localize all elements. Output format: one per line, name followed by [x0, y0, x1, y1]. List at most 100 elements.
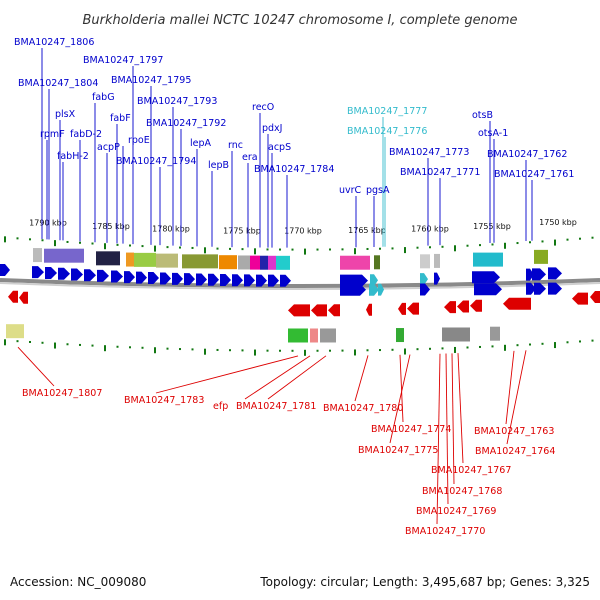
gene-label: BMA10247_1792 — [146, 118, 226, 129]
label-leader — [389, 354, 411, 444]
gene-arrow-forward — [58, 267, 70, 280]
tick-mark — [54, 240, 56, 247]
tick-mark — [254, 349, 256, 356]
tick-mark — [366, 349, 369, 352]
gene-arrow-reverse — [311, 304, 327, 317]
tick-mark — [129, 244, 131, 247]
gene-arrow-reverse — [572, 292, 588, 305]
tick-mark — [166, 347, 169, 350]
gene-label: BMA10247_1770 — [405, 526, 485, 537]
gene-arrow-forward — [244, 274, 255, 287]
tick-mark — [216, 348, 219, 351]
gene-label: fabG — [92, 92, 115, 103]
gene-label: BMA10247_1804 — [18, 78, 98, 89]
gene-arrow-forward — [474, 283, 502, 296]
gene-arrow-forward — [280, 274, 291, 287]
gene-arrow-reverse — [457, 300, 469, 313]
label-leader — [354, 355, 369, 402]
gene-label: lepA — [190, 138, 212, 149]
gene-label: BMA10247_1762 — [487, 149, 567, 160]
chromosome-backbone — [0, 278, 600, 288]
gene-label: fabF — [110, 113, 131, 124]
cog-band — [442, 327, 470, 342]
gene-label: rpmF — [40, 129, 65, 140]
gene-label: era — [242, 152, 258, 163]
gene-arrow-reverse — [328, 304, 340, 317]
kbp-label: 1785 kbp — [92, 222, 130, 231]
tick-mark — [16, 340, 19, 343]
gene-arrow-forward — [196, 273, 207, 286]
tick-mark — [291, 349, 294, 352]
cog-band — [126, 252, 134, 267]
tick-mark — [591, 339, 594, 342]
gene-label: recO — [252, 102, 274, 113]
tick-mark — [79, 343, 81, 346]
tick-mark — [341, 349, 344, 352]
label-leader — [506, 350, 527, 445]
gene-arrow-reverse — [288, 304, 310, 317]
tick-mark — [354, 349, 356, 356]
tick-mark — [41, 341, 44, 344]
tick-mark — [341, 248, 344, 251]
gene-arrow-forward — [97, 269, 109, 282]
tick-mark — [354, 248, 356, 255]
tick-mark — [279, 349, 281, 352]
tick-mark — [216, 247, 219, 250]
forward-genes — [0, 264, 562, 296]
gene-label: BMA10247_1795 — [111, 75, 191, 86]
tick-mark — [79, 241, 81, 244]
label-leader — [267, 355, 327, 400]
cog-bands-top — [33, 248, 548, 270]
reverse-genes — [8, 290, 600, 317]
tick-mark — [579, 340, 581, 343]
gene-arrow-forward — [548, 282, 562, 295]
gene-label: BMA10247_1771 — [400, 167, 480, 178]
label-leader — [436, 353, 441, 525]
tick-mark — [179, 348, 181, 351]
kbp-label: 1780 kbp — [152, 225, 190, 234]
tick-mark — [329, 349, 331, 352]
gene-label: BMA10247_1764 — [475, 446, 555, 457]
accession-text: Accession: NC_009080 — [10, 575, 146, 589]
tick-mark — [4, 339, 6, 346]
gene-label: BMA10247_1783 — [124, 395, 204, 406]
tick-mark — [529, 343, 531, 346]
tick-mark — [241, 349, 244, 352]
tick-mark — [129, 346, 131, 349]
cog-band — [340, 255, 370, 270]
gene-arrow-forward — [378, 283, 384, 296]
tick-mark — [491, 345, 494, 348]
gene-label: otsA-1 — [478, 128, 508, 139]
gene-label: lepB — [208, 160, 229, 171]
tick-mark — [454, 346, 456, 353]
cog-band — [238, 255, 250, 270]
tick-mark — [104, 345, 106, 352]
label-leader — [451, 353, 455, 485]
gene-label: otsB — [472, 110, 493, 121]
gene-label: BMA10247_1793 — [137, 96, 217, 107]
cog-band — [434, 253, 440, 268]
tick-mark — [116, 243, 119, 246]
tick-mark — [366, 247, 369, 250]
tick-mark — [141, 346, 144, 349]
tick-mark — [541, 240, 544, 243]
gene-arrow-forward — [172, 272, 183, 285]
tick-mark — [466, 346, 469, 349]
gene-label: BMA10247_1774 — [371, 424, 451, 435]
gene-arrow-forward — [340, 283, 366, 296]
chromosome-backbone-shadow — [0, 282, 600, 290]
tick-mark — [554, 239, 556, 246]
cog-band — [534, 249, 548, 264]
gene-arrow-forward — [184, 273, 195, 286]
tick-mark — [229, 349, 231, 352]
gene-label: BMA10247_1777 — [347, 106, 427, 117]
cog-band — [33, 248, 42, 263]
tick-mark — [566, 341, 569, 344]
cog-band — [219, 255, 237, 270]
tick-mark — [404, 348, 406, 355]
tick-mark — [391, 247, 394, 250]
gene-label: pgsA — [366, 185, 390, 196]
tick-mark — [291, 248, 294, 251]
tick-mark — [429, 347, 431, 350]
kbp-label: 1750 kbp — [539, 218, 577, 227]
